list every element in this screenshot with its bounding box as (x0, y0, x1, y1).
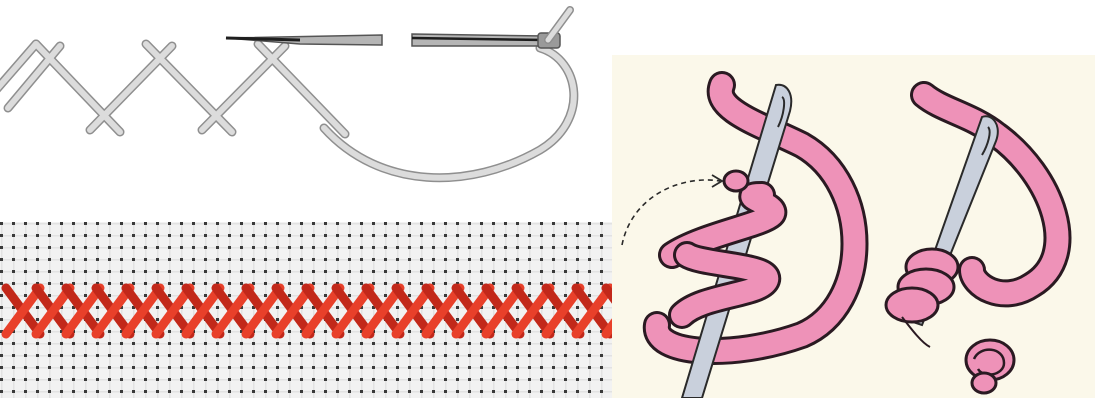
french-knot-illustration (612, 55, 1095, 398)
cross-stitch-photo (0, 222, 612, 398)
needle-icon (226, 10, 570, 48)
herringbone-thread (0, 44, 574, 178)
aida-fabric (0, 222, 612, 398)
cross-stitch-fabric (0, 222, 612, 398)
herringbone-stitch-illustration (0, 0, 612, 218)
herringbone-stitch-drawing (0, 0, 612, 218)
french-knot-drawing (612, 55, 1095, 398)
